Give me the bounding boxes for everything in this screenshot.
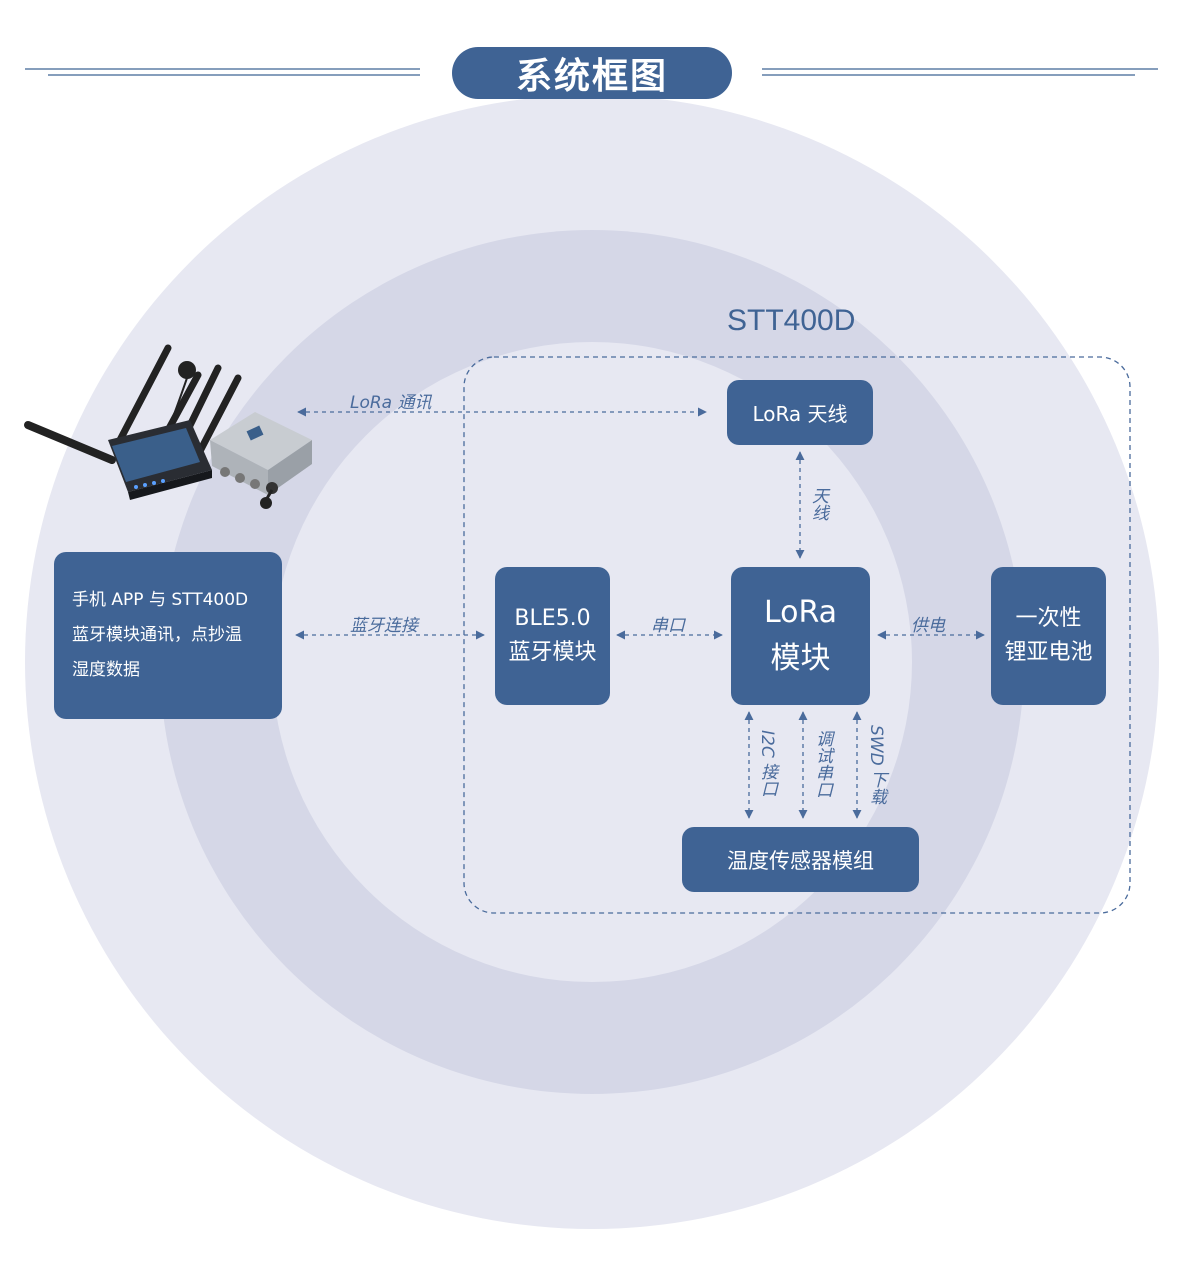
i2c-label: I2C 接口 — [757, 730, 777, 798]
power-label: 供电 — [911, 616, 945, 636]
antenna-label: 天线 — [808, 487, 828, 521]
ble-line1: BLE5.0 — [514, 606, 591, 631]
swd-label: SWD 下载 — [866, 725, 886, 806]
battery-box: 一次性 锂亚电池 — [991, 567, 1106, 705]
phone-app-line2: 蓝牙模块通讯，点抄温 — [72, 625, 242, 645]
battery-line2: 锂亚电池 — [1004, 640, 1093, 665]
lora-module-line1: LoRa — [763, 595, 838, 630]
temp-sensor-box: 温度传感器模组 — [682, 827, 919, 892]
lora-comm-label: LoRa 通讯 — [350, 393, 432, 413]
system-name: STT400D — [727, 304, 856, 337]
ble-module-box: BLE5.0 蓝牙模块 — [495, 567, 610, 705]
header-pill: 系统框图 — [452, 47, 732, 99]
phone-app-line3: 湿度数据 — [72, 660, 140, 680]
lora-module-box: LoRa 模块 — [731, 567, 870, 705]
lora-antenna-box: LoRa 天线 — [727, 380, 873, 445]
debug-serial-label: 调试串口 — [812, 730, 832, 798]
temp-sensor-label: 温度传感器模组 — [727, 848, 874, 873]
page-title: 系统框图 — [515, 56, 668, 97]
bluetooth-label: 蓝牙连接 — [350, 616, 418, 636]
phone-app-box: 手机 APP 与 STT400D 蓝牙模块通讯，点抄温 湿度数据 — [54, 552, 282, 719]
lora-module-line2: 模块 — [770, 641, 831, 676]
serial-label: 串口 — [651, 616, 685, 636]
phone-app-line1: 手机 APP 与 STT400D — [72, 590, 249, 610]
lora-antenna-label: LoRa 天线 — [752, 402, 848, 426]
ble-line2: 蓝牙模块 — [508, 640, 597, 665]
battery-line1: 一次性 — [1015, 606, 1082, 631]
device-illustration — [24, 344, 312, 509]
